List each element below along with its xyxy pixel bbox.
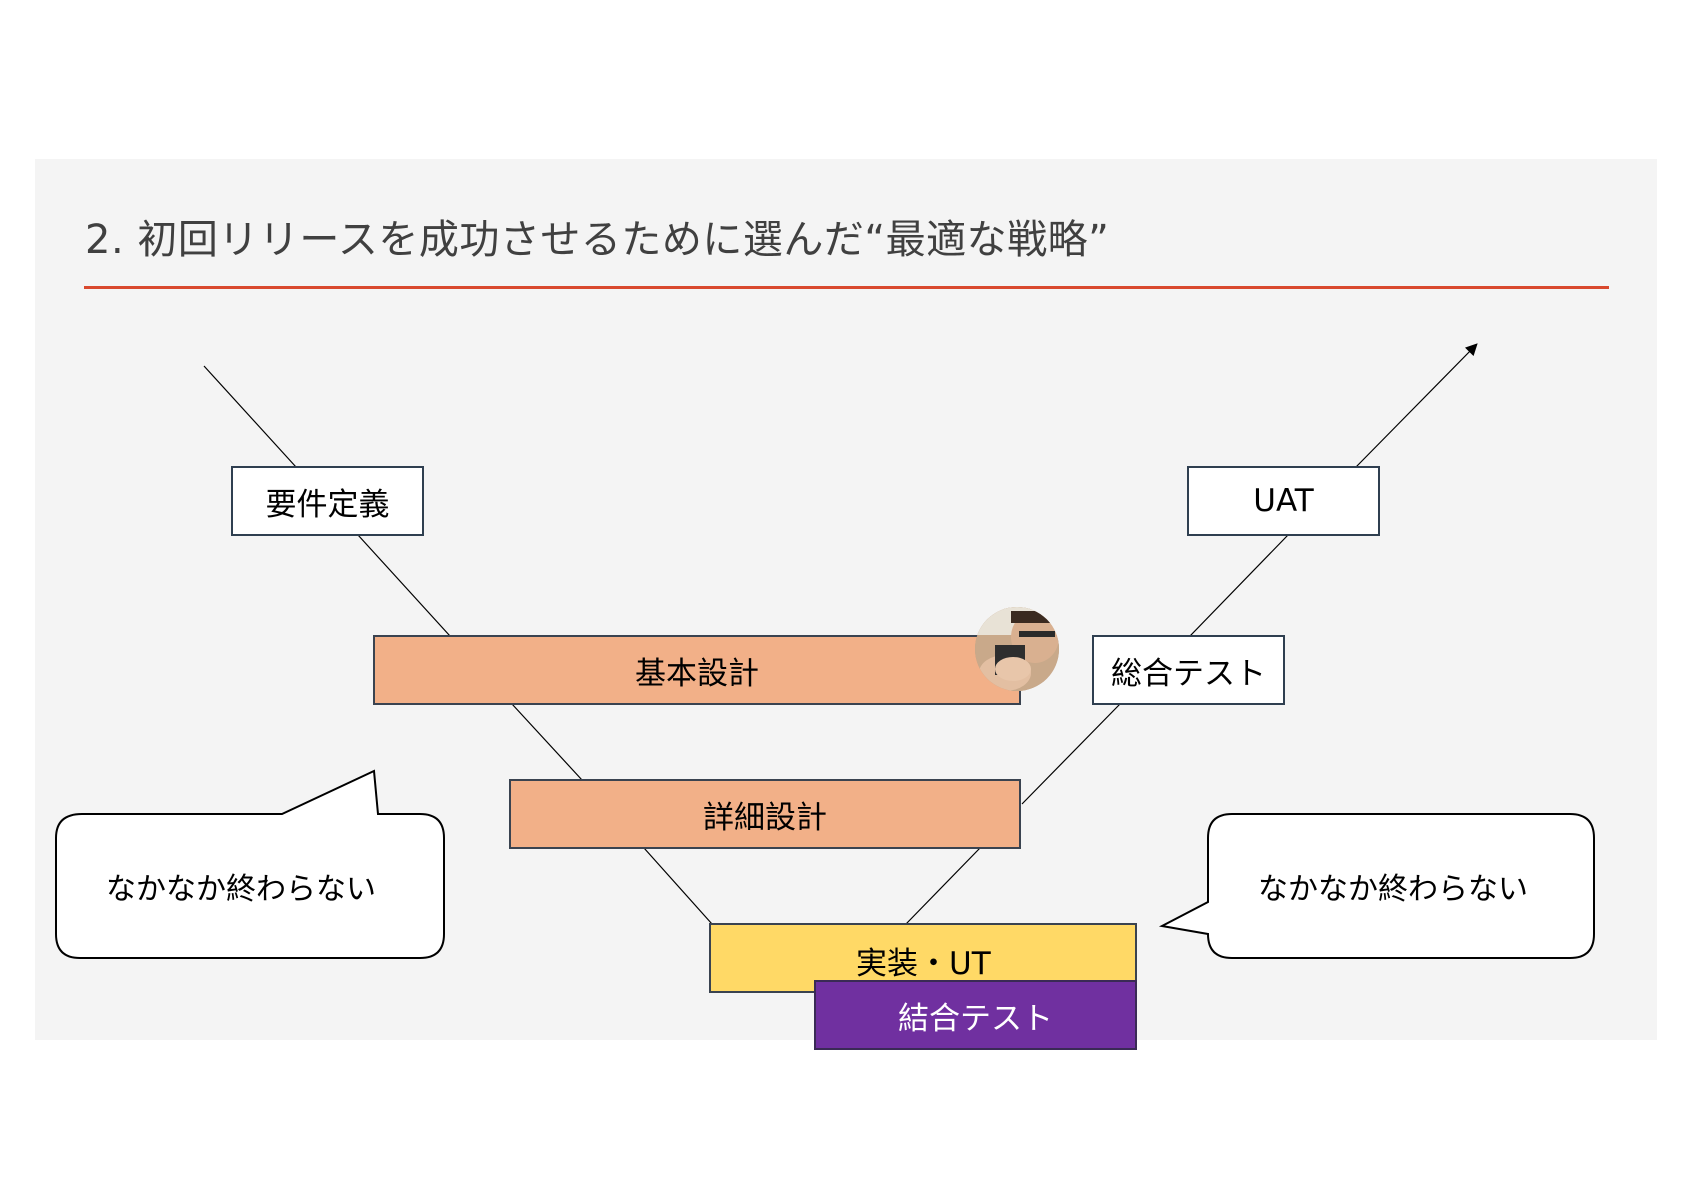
requirements-box: 要件定義 xyxy=(231,466,424,536)
v-right-line-3 xyxy=(1189,534,1289,637)
system-test-label: 総合テスト xyxy=(1111,655,1266,692)
detailed-design-box: 詳細設計 xyxy=(509,779,1021,849)
speech-bubble-left xyxy=(55,769,445,959)
uat-label: UAT xyxy=(1253,483,1314,519)
v-right-line-2 xyxy=(1021,703,1121,805)
implementation-label: 実装・UT xyxy=(856,946,991,982)
v-left-line-4 xyxy=(643,847,713,925)
uat-box: UAT xyxy=(1187,466,1380,536)
requirements-label: 要件定義 xyxy=(265,486,390,523)
v-left-line-2 xyxy=(357,534,451,637)
title-underline xyxy=(84,286,1609,289)
speech-bubble-right-text: なかなか終わらない xyxy=(1258,872,1528,907)
integration-test-box: 結合テスト xyxy=(814,980,1137,1050)
v-left-line-1 xyxy=(203,365,297,468)
detailed-design-label: 詳細設計 xyxy=(703,799,827,836)
v-left-line-3 xyxy=(511,703,583,781)
speech-bubble-right xyxy=(1158,813,1595,959)
slide-title: 2. 初回リリースを成功させるために選んだ“最適な戦略” xyxy=(85,217,1110,263)
presenter-photo-icon xyxy=(975,607,1059,691)
integration-test-label: 結合テスト xyxy=(898,1000,1053,1037)
speech-bubble-left-text: なかなか終わらない xyxy=(106,872,376,907)
system-test-box: 総合テスト xyxy=(1092,635,1285,705)
basic-design-box: 基本設計 xyxy=(373,635,1021,705)
presenter-avatar xyxy=(975,607,1059,691)
v-right-line-4 xyxy=(1355,343,1478,468)
v-right-line-1 xyxy=(905,847,981,925)
basic-design-label: 基本設計 xyxy=(635,655,759,692)
